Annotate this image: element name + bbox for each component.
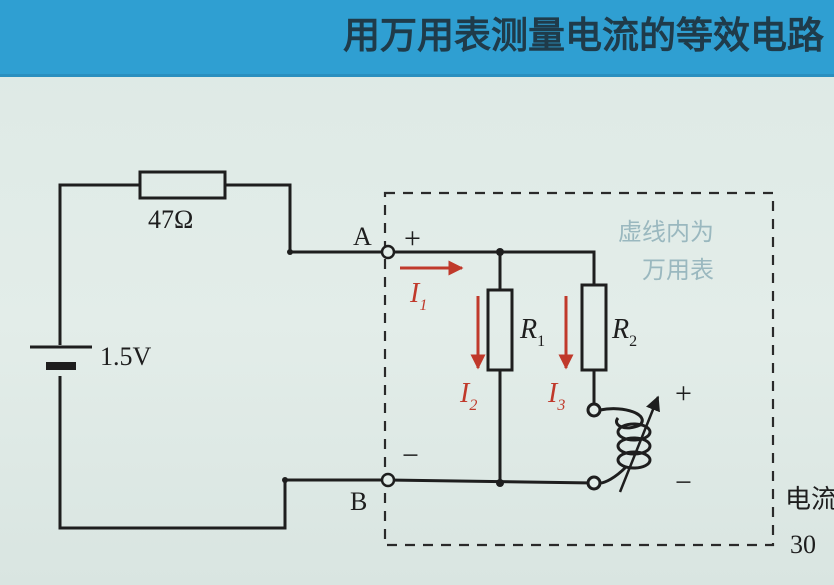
terminal-b-label: B [350,487,367,516]
resistor-r1 [486,288,514,372]
resistor-r2 [580,283,608,372]
edge-text-line2: 30 [790,530,816,559]
current-i3-label: I3 [547,378,565,414]
variable-arrow [618,395,660,493]
plus-sign-top: + [404,222,421,255]
circuit-wires [58,183,596,530]
battery-symbol [30,345,92,370]
battery-label: 1.5V [100,342,152,371]
resistor-label: 47Ω [148,205,193,234]
junction-dot [282,477,288,483]
meter-note-line1: 虚线内为 [618,218,714,246]
current-i2-label: I2 [459,378,477,414]
meter-coil [586,402,652,491]
r1-label: R1 [519,314,545,350]
r2-label: R2 [611,314,637,350]
junction-dot [287,249,293,255]
series-resistor [138,170,227,200]
header-band [0,0,834,74]
minus-sign-bottom: − [402,439,419,472]
plus-sign-meter: + [675,377,692,410]
page-title: 用万用表测量电流的等效电路 [343,14,824,57]
current-i1-label: I1 [409,278,427,314]
terminal-a-node [380,244,396,260]
header-divider [0,74,834,77]
terminal-b-node [380,472,396,488]
meter-note-line2: 万用表 [642,256,714,284]
junction-dot [496,479,504,487]
junction-dot [496,248,504,256]
terminal-a-label: A [353,222,372,251]
edge-text-line1: 电流 [785,485,834,514]
meter-boundary [383,191,775,547]
minus-sign-meter: − [675,466,692,499]
